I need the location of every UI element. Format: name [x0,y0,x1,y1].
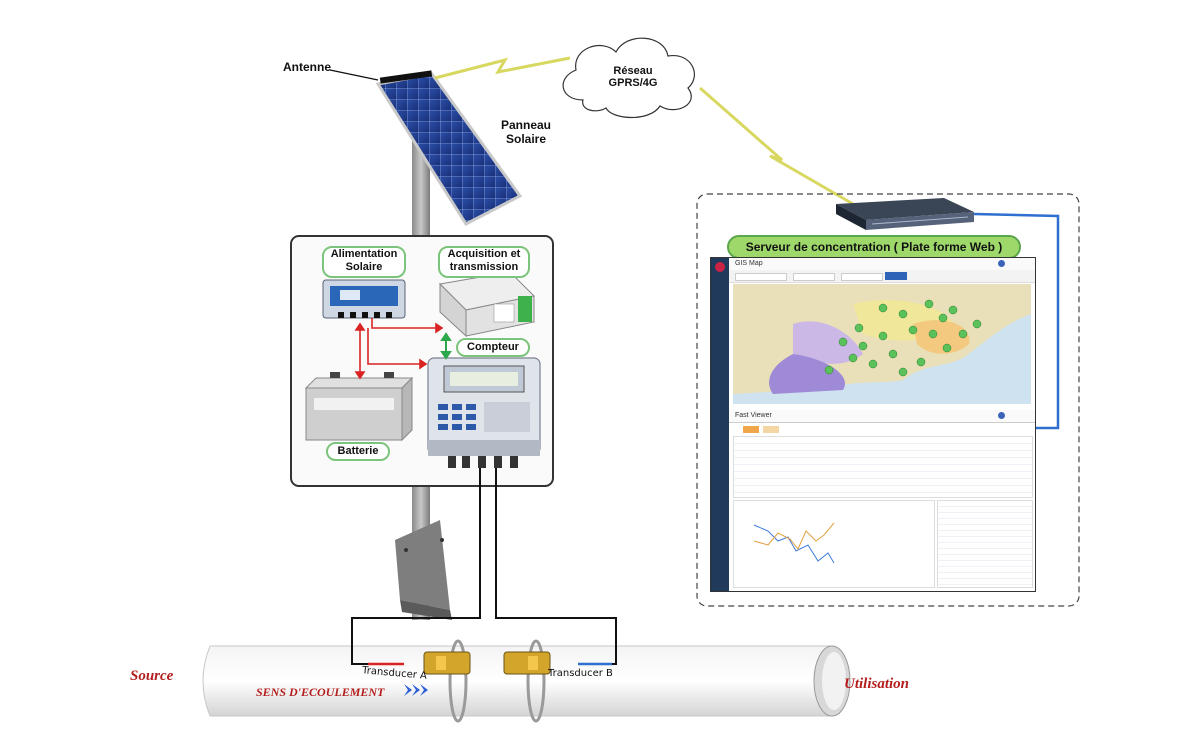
server-rack-icon [836,198,974,230]
viewer-panel-header: Fast Viewer [729,410,1035,423]
power-wires [354,318,444,380]
battery-icon [304,372,414,442]
charge-controller-icon [322,279,406,319]
solar-panel-label-line1: Panneau [500,118,551,132]
app-logo [715,262,725,272]
network-label-line1: Réseau [613,65,653,77]
help-icon[interactable] [998,260,1005,267]
transducer-cables [351,468,617,665]
flow-direction-label: SENS D'ECOULEMENT [256,685,385,699]
antenna-leader [329,69,379,81]
map-filter-select-3[interactable] [841,273,883,281]
viewer-tabs [733,426,1031,434]
signal-link-server [699,86,861,210]
solar-panel-label: Panneau Solaire [496,118,556,146]
data-arrow-green [440,332,452,360]
map-toolbar [729,270,1035,283]
viewer-help-icon[interactable] [998,412,1005,419]
server-zone-outline [696,193,1080,607]
transducer-b-label: Transducer B [548,668,613,679]
signal-link-antenna [434,56,571,80]
meter-pill: Compteur [456,338,530,357]
map-search-button[interactable] [885,272,907,280]
network-label-line2: GPRS/4G [608,77,658,89]
blue-data-link [973,212,1060,430]
viewer-table [733,436,1033,498]
acquisition-line2: transmission [449,261,519,273]
web-app-window: GIS Map Fast Viewer [710,257,1036,592]
cloud-icon [562,37,695,118]
viewer-side-table [937,500,1033,588]
network-label: Réseau GPRS/4G [598,65,668,89]
map-filter-select-2[interactable] [793,273,835,281]
transducer-icon [423,639,551,723]
map-drawing [733,284,1031,394]
battery-pill: Batterie [326,442,390,461]
source-label: Source [130,668,174,684]
acquisition-pill: Acquisition et transmission [438,246,530,278]
power-supply-line2: Solaire [345,261,383,273]
solar-panel-icon [375,70,523,226]
double-chevron-right-icon [404,684,428,696]
viewer-tab-active[interactable] [743,426,759,433]
map-filter-select[interactable] [735,273,787,281]
antenna-label: Antenne [283,60,331,74]
map-panel-title: GIS Map [735,260,763,267]
usage-label: Utilisation [844,676,910,692]
viewer-panel-title: Fast Viewer [735,412,772,419]
gis-map[interactable] [733,284,1031,404]
viewer-chart [733,500,935,588]
viewer-tab[interactable] [763,426,779,433]
app-sidebar [711,258,729,591]
power-supply-line1: Alimentation [330,248,398,260]
acquisition-line1: Acquisition et [447,248,521,260]
power-supply-pill: Alimentation Solaire [322,246,406,278]
server-banner: Serveur de concentration ( Plate forme W… [727,235,1021,259]
viewer-chart-drawing [753,522,835,564]
datalogger-icon [438,271,536,338]
solar-panel-label-line2: Solaire [505,132,547,146]
flowmeter-icon [427,357,541,468]
